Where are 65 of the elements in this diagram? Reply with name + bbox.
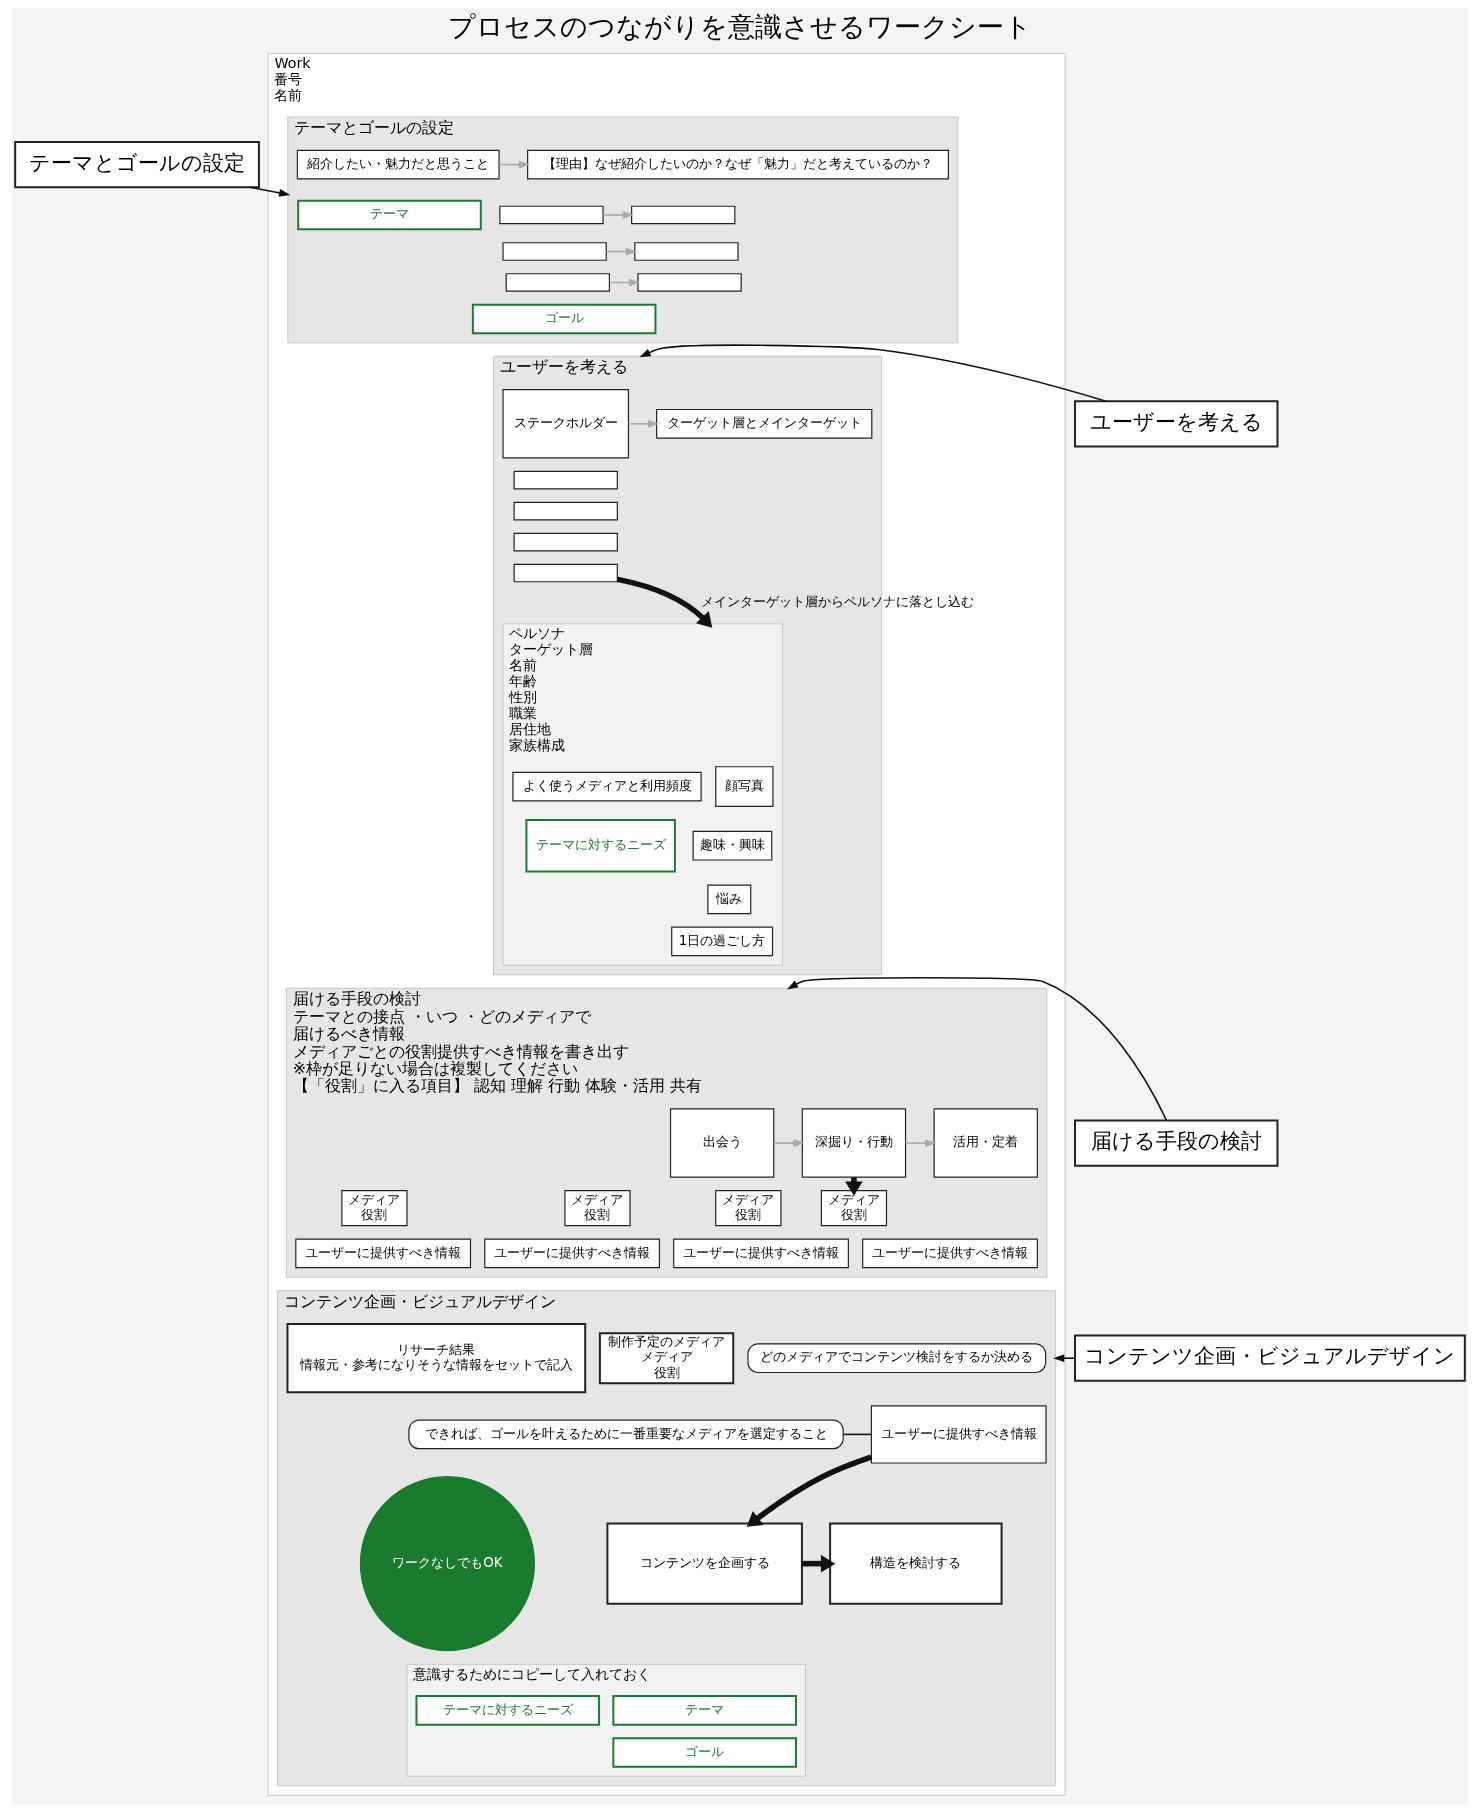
node-box: 活用・定着 [933,1108,1038,1178]
node-box: ゴール [612,1737,797,1768]
node-box [502,242,607,261]
node-box: メディア 役割 [341,1190,408,1227]
arrow [627,419,660,428]
edge-label: メインターゲット層からペルソナに落とし込む [701,593,975,610]
node-box: ゴール [471,303,657,335]
node-box: メディア 役割 [820,1190,888,1227]
node-box: ユーザーに提供すべき情報 [673,1238,849,1269]
node-box: ユーザーに提供すべき情報 [862,1238,1038,1269]
arrow [802,1554,836,1573]
node-box [631,205,736,225]
node-box: ユーザーに提供すべき情報 [484,1238,660,1269]
node-box [513,470,618,490]
node-box: 1日の過ごし方 [671,926,774,957]
arrow [904,1139,937,1147]
connector [842,1433,873,1436]
node-box: テーマに対するニーズ [415,1695,601,1726]
node-box [513,501,618,521]
node-box: ユーザーに提供すべき情報 [870,1405,1047,1464]
arrow [605,247,637,256]
node-box: メディア 役割 [564,1190,631,1227]
node-box [637,273,742,292]
node-box: ステークホルダー [502,389,630,459]
node-box: 出会う [669,1108,775,1178]
node-box: テーマとゴールの設定 [14,140,260,189]
node-box [634,242,739,261]
arrow [786,977,1168,1122]
node-box: よく使うメディアと利用頻度 [512,771,702,802]
arrow [773,1139,805,1147]
node-box [513,532,618,552]
arrow [617,576,713,628]
arrow [249,186,291,197]
node-box: ユーザーを考える [1074,400,1279,448]
node-box: ターゲット層とメインターゲット [656,408,873,439]
arrow [602,211,634,219]
arrow [746,1454,873,1527]
node-box: 紹介したい・魅力だと思うこと [296,149,500,180]
node-box: できれば、ゴールを叶えるために一番重要なメディアを選定すること [408,1419,844,1450]
node-box: 趣味・興味 [692,830,773,861]
node-box: 【理由】なぜ紹介したいのか？なぜ「魅力」だと考えているのか？ [527,149,949,180]
node-box: 構造を検討する [829,1522,1003,1605]
node-box: コンテンツ企画・ビジュアルデザイン [1074,1334,1466,1382]
node-box [499,205,604,225]
node-circle: ワークなしでもOK [359,1476,536,1652]
node-box: 深掘り・行動 [801,1108,907,1178]
diagram-title: プロセスのつながりを意識させるワークシート [448,11,1032,43]
node-box: 悩み [707,884,752,915]
node-box: メディア 役割 [715,1190,782,1227]
node-box: テーマ [612,1695,797,1726]
node-box: ユーザーに提供すべき情報 [295,1238,472,1269]
node-box: テーマに対するニーズ [525,818,676,873]
node-box: テーマ [297,199,482,231]
arrow [639,344,1107,402]
node-box: リサーチ結果 情報元・参考になりそうな情報をセットで記入 [286,1323,587,1394]
node-box [505,273,610,292]
node-box [513,563,618,583]
arrow [1053,1354,1076,1363]
node-box: 届ける手段の検討 [1074,1119,1279,1167]
node-box: 制作予定のメディア メディア 役割 [598,1332,735,1385]
node-box: どのメディアでコンテンツ検討をするか決める [747,1343,1047,1374]
arrow [608,278,641,287]
node-box: コンテンツを企画する [606,1522,803,1605]
arrow [498,160,530,169]
node-box: 顔写真 [715,766,774,808]
